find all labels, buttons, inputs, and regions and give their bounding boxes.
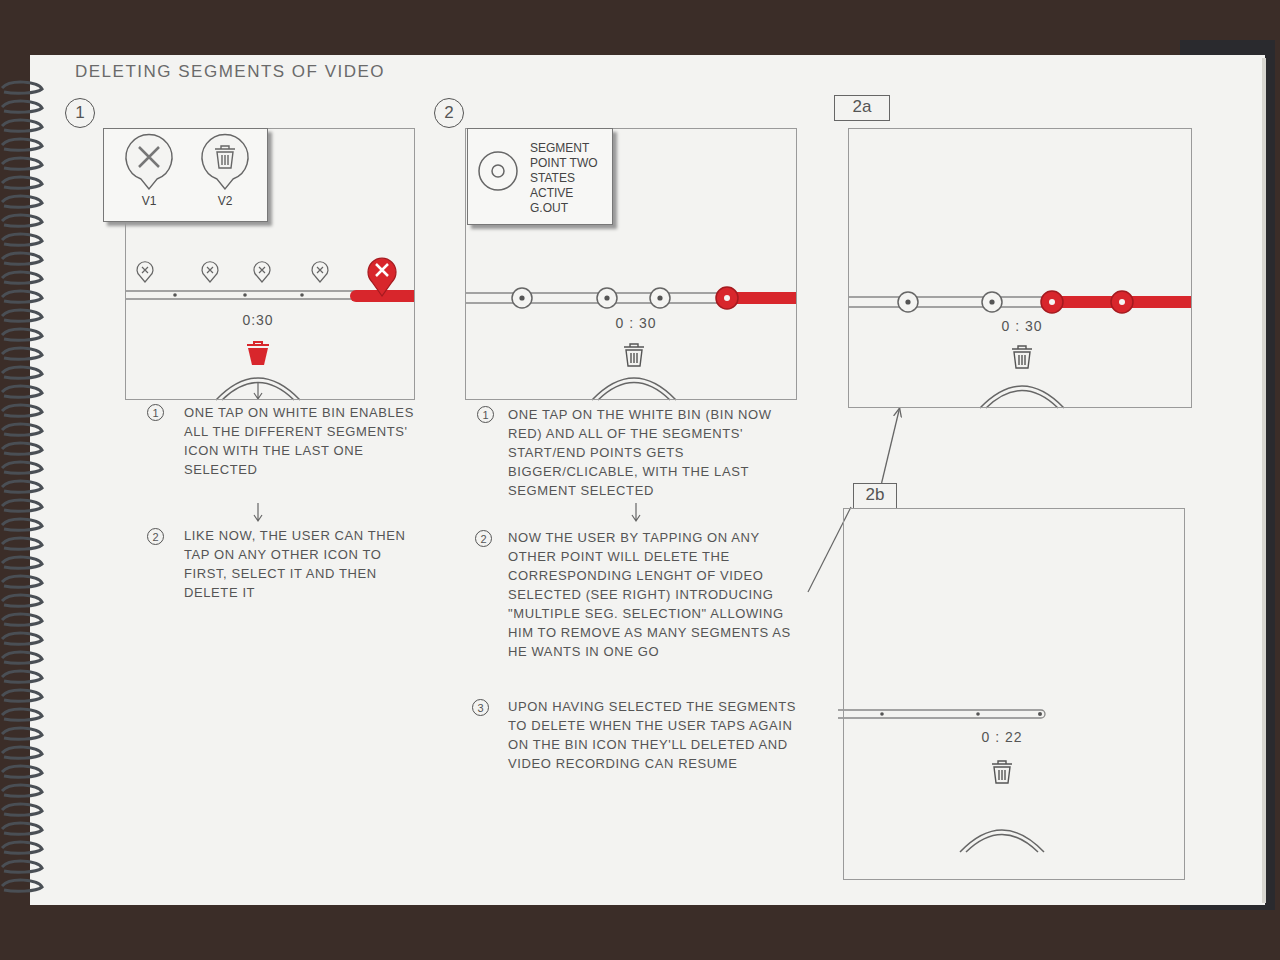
- flow-arrow: [882, 408, 900, 483]
- callout-number: 2: [147, 528, 164, 545]
- annotation-note: UPON HAVING SELECTED THE SEGMENTS TO DEL…: [508, 697, 800, 773]
- callout-number: 2: [475, 530, 492, 547]
- time-counter: 0:30: [114, 312, 402, 328]
- callout-number: 3: [472, 699, 489, 716]
- inset-caption: SEGMENT POINT TWO STATES ACTIVE G.OUT: [530, 129, 610, 222]
- time-counter: 0 : 22: [832, 729, 1172, 745]
- inset-caption: V1: [111, 194, 187, 208]
- icon-art: [104, 129, 269, 219]
- annotation-note: NOW THE USER BY TAPPING ON ANY OTHER POI…: [508, 528, 800, 661]
- phone-frame: 0 : 22: [843, 508, 1185, 880]
- annotation-note: LIKE NOW, THE USER CAN THEN TAP ON ANY O…: [184, 526, 420, 602]
- panel-label-box: 2a: [834, 95, 890, 121]
- time-counter: 0 : 30: [851, 318, 1193, 334]
- phone-frame: 0 : 30: [848, 128, 1192, 408]
- callout-number: 2: [434, 98, 464, 128]
- time-counter: 0 : 30: [471, 315, 801, 331]
- annotation-note: ONE TAP ON THE WHITE BIN (BIN NOW RED) A…: [508, 405, 800, 500]
- callout-number: 1: [65, 98, 95, 128]
- panel-label: 2a: [849, 96, 876, 118]
- callout-number: 1: [147, 404, 164, 421]
- page-title: DELETING SEGMENTS OF VIDEO: [75, 62, 385, 82]
- legend-inset-box: SEGMENT POINT TWO STATES ACTIVE G.OUT: [467, 128, 613, 225]
- annotation-note: ONE TAP ON WHITE BIN ENABLES ALL THE DIF…: [184, 403, 420, 479]
- panel-label: 2b: [862, 484, 889, 506]
- callout-number: 1: [477, 406, 494, 423]
- inset-caption: V2: [187, 194, 263, 208]
- legend-inset-box: V1V2: [103, 128, 268, 222]
- panel-label-box: 2b: [853, 483, 897, 509]
